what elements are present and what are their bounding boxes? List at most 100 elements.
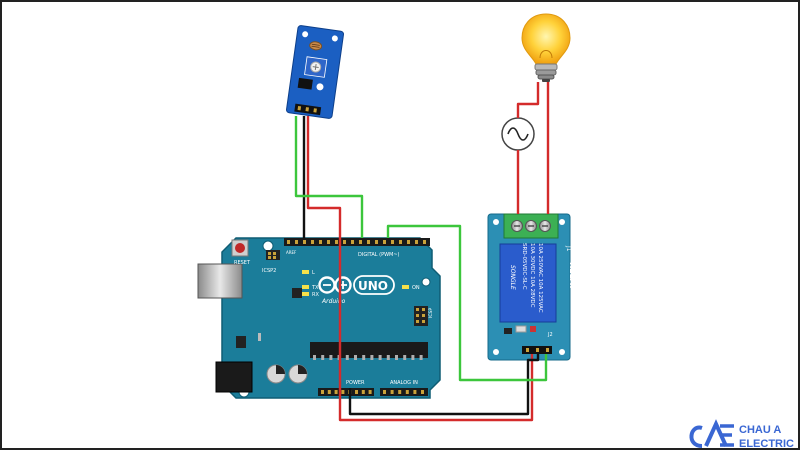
header-pin: [335, 240, 338, 244]
header-pin: [390, 390, 394, 394]
mount-hole: [331, 35, 338, 42]
header-pin: [378, 355, 382, 360]
logo-mark: [704, 419, 728, 447]
header-pin: [419, 355, 423, 360]
icsp2-label: ICSP2: [262, 268, 276, 274]
header-pin: [370, 355, 374, 360]
header-pin: [359, 240, 362, 244]
led-on: [402, 285, 409, 289]
header-pin: [423, 240, 426, 244]
capacitor-mark: [298, 365, 307, 374]
mount-hole: [316, 83, 324, 91]
relay-side-label: RELAY: [568, 262, 577, 290]
header-pin: [398, 390, 402, 394]
reset-button-cap: [235, 243, 245, 253]
ldr-sensor-icon: [309, 41, 323, 51]
digital-label: DIGITAL (PWM~): [358, 252, 400, 258]
header-pin: [399, 240, 402, 244]
uno-logo-text: UNO: [358, 279, 388, 293]
arduino-logo: UNO Arduino: [318, 275, 395, 305]
status-led: [530, 326, 536, 332]
header-pin: [334, 390, 338, 394]
wire-sensor-vcc: [306, 116, 534, 422]
crystal: [258, 333, 261, 341]
header-pin: [411, 355, 415, 360]
header-pin: [354, 355, 357, 360]
header-pin: [313, 355, 316, 360]
wire-arduino-to-relay-in: [386, 224, 548, 382]
diode: [515, 325, 527, 333]
relay-brand: SONGLE: [509, 265, 516, 290]
wire-gnd-to-relay: [348, 354, 540, 416]
arduino-uno-board: RESET ICSP2 DIGITAL (PWM~) AREF L TX RX …: [197, 237, 441, 399]
icsp-header: [414, 306, 428, 326]
smd-chip: [236, 336, 246, 348]
header-pin: [413, 390, 417, 394]
header-pin: [415, 240, 418, 244]
header-pin: [403, 355, 407, 360]
power-jack: [215, 361, 253, 393]
j1-label: J1: [565, 245, 572, 252]
relay-spec-1: 10A 250VAC 10A 125VAC: [537, 243, 543, 313]
digital-header: [284, 238, 430, 246]
header-pin: [295, 240, 298, 244]
led-l-label: L: [312, 270, 315, 276]
mount-hole: [262, 240, 274, 252]
ldr-sensor-module: [285, 25, 345, 119]
header-pin: [319, 240, 322, 244]
logo-line-1: CHAU A: [739, 424, 781, 436]
comparator-chip: [297, 77, 313, 90]
wires: [294, 82, 550, 422]
screw-terminal: [503, 213, 559, 239]
header-pin: [391, 240, 394, 244]
power-label: POWER: [346, 380, 365, 386]
header-pin: [405, 390, 409, 394]
header-pin: [375, 240, 378, 244]
relay-module: J1 RELAY 10A 250VAC 10A 125VAC 10A 30VDC…: [487, 213, 577, 361]
header-pin: [368, 390, 372, 394]
power-header: [318, 388, 374, 396]
mount-hole: [302, 31, 309, 38]
smd-chip: [292, 288, 302, 298]
analog-label: ANALOG IN: [390, 380, 418, 386]
header-pin: [327, 390, 331, 394]
logo-mark: [720, 424, 734, 447]
header-pin: [341, 390, 345, 394]
led-rx-label: RX: [312, 292, 319, 298]
logo-line-2: ELECTRIC: [739, 438, 794, 450]
header-pin: [361, 390, 365, 394]
icsp2-header: [266, 250, 280, 260]
ac-source-icon: [501, 117, 535, 151]
aref-label: AREF: [286, 250, 297, 255]
header-pin: [367, 240, 370, 244]
header-pin: [287, 240, 290, 244]
transistor: [504, 328, 512, 334]
j2-label: J2: [547, 332, 553, 338]
led-tx: [302, 285, 309, 289]
relay-block: [499, 243, 557, 323]
led-rx: [302, 292, 309, 296]
header-pin: [345, 355, 349, 360]
header-pin: [355, 390, 358, 394]
led-l: [302, 270, 309, 274]
header-pin: [395, 355, 398, 360]
capacitor-mark: [276, 365, 285, 374]
header-pin: [329, 355, 333, 360]
header-pin: [343, 240, 346, 244]
led-on-label: ON: [412, 285, 420, 291]
header-pin: [407, 240, 410, 244]
header-pin: [327, 240, 330, 244]
wire-sensor-signal: [294, 116, 364, 238]
relay-pin-header: [522, 346, 552, 354]
icsp-label: ICSP: [428, 308, 434, 318]
logo-mark: [689, 425, 703, 448]
usb-connector: [197, 263, 243, 299]
header-pin: [351, 240, 354, 244]
light-bulb-icon: [521, 13, 571, 82]
header-pin: [321, 355, 325, 360]
arduino-brand: Arduino: [321, 298, 346, 305]
header-pin: [303, 240, 306, 244]
header-pin: [311, 240, 314, 244]
mount-hole: [421, 277, 431, 287]
